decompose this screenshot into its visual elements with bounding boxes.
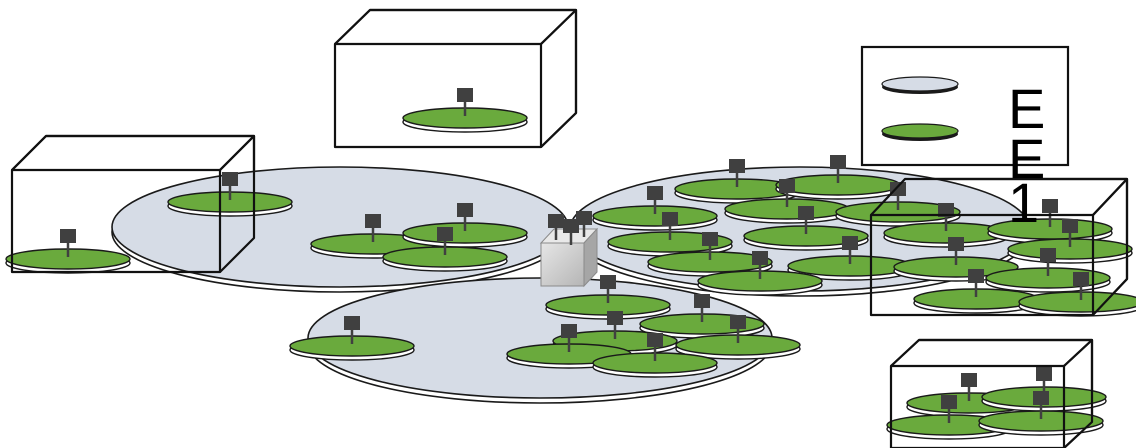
antenna-icon [842, 236, 858, 264]
zone-box-top [333, 8, 578, 149]
antenna-icon [941, 395, 957, 423]
antenna-icon [830, 155, 846, 183]
antenna-icon [1033, 391, 1049, 419]
small-cell [167, 172, 293, 217]
small-cell [978, 391, 1104, 436]
antenna-icon [457, 203, 473, 231]
antenna-icon [798, 206, 814, 234]
legend-label-2: E [1008, 127, 1045, 190]
legend-box [860, 45, 1070, 167]
base-station-cube-icon [539, 211, 599, 288]
antenna-icon [890, 182, 906, 210]
small-cell [675, 315, 801, 360]
antenna-icon [961, 373, 977, 401]
antenna-icon [1073, 272, 1089, 300]
small-cell [545, 275, 671, 320]
legend-label-1: E [1008, 77, 1045, 140]
small-cell [697, 251, 823, 296]
small-cell [402, 203, 528, 248]
small-cell [382, 227, 508, 272]
zone-box-bottom-right [889, 338, 1094, 448]
small-cell [883, 203, 1009, 248]
small-cells [5, 88, 1136, 440]
antenna-icon [729, 159, 745, 187]
antenna-icon [752, 251, 768, 279]
zone-boxes-front [10, 8, 1129, 448]
antenna-icon [365, 214, 381, 242]
legend-label-3: 1 [1008, 171, 1039, 234]
antenna-icon [647, 333, 663, 361]
antenna-icon [60, 229, 76, 257]
antenna-icon [576, 211, 592, 237]
legend: E E 1 [860, 45, 1070, 234]
small-cell [289, 316, 415, 361]
antenna-icon [344, 316, 360, 344]
antenna-icon [607, 311, 623, 339]
small-cell [607, 212, 733, 257]
small-cell [5, 229, 131, 274]
small-cell [674, 159, 800, 204]
antenna-icon [702, 232, 718, 260]
antenna-icon [437, 227, 453, 255]
antenna-icon [662, 212, 678, 240]
antenna-icon [563, 219, 579, 245]
antenna-icon [222, 172, 238, 200]
antenna-icon [694, 294, 710, 322]
antenna-icon [1062, 219, 1078, 247]
zone-box-left [10, 134, 256, 274]
small-cell [724, 179, 850, 224]
zone-box-right [869, 177, 1129, 317]
antenna-icon [561, 324, 577, 352]
antenna-icon [968, 269, 984, 297]
antenna-icon [548, 214, 564, 240]
small-cell [743, 206, 869, 251]
antenna-icon [938, 203, 954, 231]
small-cell [402, 88, 528, 133]
base-station [539, 211, 599, 288]
antenna-icon [600, 275, 616, 303]
antenna-icon [457, 88, 473, 116]
antenna-icon [647, 186, 663, 214]
small-cell [987, 199, 1113, 244]
antenna-icon [779, 179, 795, 207]
legend-macro-cell-icon [881, 76, 959, 94]
antenna-icon [730, 315, 746, 343]
antenna-icon [948, 237, 964, 265]
small-cell [592, 333, 718, 378]
legend-small-cell-icon [881, 123, 959, 141]
small-cell [592, 186, 718, 231]
small-cell [1007, 219, 1133, 264]
antenna-icon [1040, 248, 1056, 276]
